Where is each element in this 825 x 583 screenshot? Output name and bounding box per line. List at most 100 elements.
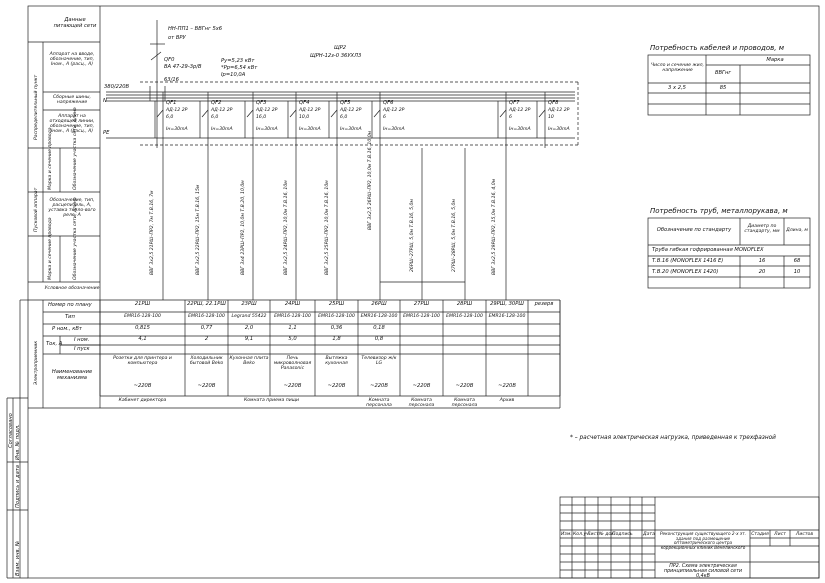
receiver-voltage: ~220В [498,383,516,389]
room-label: Комната персонала [408,398,435,408]
cable-spec: ВВГ 3х2,5 29РШ–ПР2, 15,0м Т.В.16, 4,0м [492,178,497,275]
label-pnom: P ном., кВт [52,326,82,332]
pipe-row-2-name: Т.В.20 (MONOFLEX 1420) [652,269,719,275]
pipe-table-h3: Длина, м [786,228,808,233]
stamp-stage: Стадия [751,532,769,537]
cable-table-row-size: 3 х 2,5 [668,85,686,91]
receiver-voltage: ~220В [197,383,216,389]
pipe-row-1-name: Т.В.16 (MONOFLEX 1416 Е) [652,258,724,264]
breaker-rating: 6,0 [211,115,219,120]
breaker-rating: 10 [548,115,554,120]
receiver-voltage: ~220В [327,383,346,389]
breaker-rating: 6 [383,115,386,120]
breaker-contact [538,109,546,118]
receiver-type: EMR16-128-100 [360,314,398,319]
label-starter-desc: Обозначение, тип, расцепитель, A, уставк… [48,198,96,218]
load-py: Py=5,23 кВт [221,58,255,64]
room-label: Комната персонала [366,398,392,408]
cable-spec: ВВГ 3х2,5 26РШ–ПР2, 10,0м Т.В.16, 10,0м [368,130,373,230]
receiver-plan: 21РШ [134,301,151,307]
stamp-col-date: Дата [643,532,655,537]
receiver-name: Розетки для принтера и компьютера [113,356,172,366]
receiver-type: EMR16-128-100 [446,314,483,319]
label-pipe-section: Обозначение участка сети, длина [73,107,78,190]
stamp-col-list: Лист [587,532,599,537]
stamp-col-izm: Изм. [561,532,572,537]
breaker-contact [373,109,381,118]
strip-orig-label: Инв. № подл. [15,424,21,460]
receiver-power: 0,18 [373,325,385,331]
breaker-rating: 16,0 [256,115,267,120]
cable-table-h2: Марка [766,57,784,63]
breaker-leak: Iн=30mA [256,127,278,132]
bus-pe: PE [103,130,110,136]
label-name: Наименование механизма [51,369,93,381]
breaker-contact [201,109,209,118]
cable-spec: 27РШ–28РШ, 5,0м Т.В.16, 5,0м [452,199,457,272]
receiver-plan: 25РШ [328,301,345,307]
supply-cable: НН-ПП1 – ВВГнг 5х6 [168,26,223,32]
load-pp: *Pp=6,54 кВт [221,65,258,71]
label-plan-no: Номер по плану [48,302,92,308]
cable-spec: ВВГ 3х4 23РШ–ПР2, 10,0м Т.В.20, 10,0м [241,180,246,275]
room-label: Архив [499,398,515,403]
breaker-contact [246,109,254,118]
receiver-voltage: ~220В [412,383,431,389]
breaker-type: АД-12 2Р [548,108,570,113]
stamp-col-sign: Подпись [612,532,633,537]
receiver-current: 4,1 [138,336,147,342]
input-rating: 63/16 [164,77,179,83]
receiver-current: 1,8 [332,336,341,342]
breaker-contact [289,109,297,118]
label-ipusk: I пуск [74,346,90,352]
label-dist-point: Распределительный пункт [34,74,39,140]
cable-table-row-value: 85 [719,85,727,91]
receiver-name: Холодильник бытовой Beko [189,356,224,366]
bus-n: N [103,98,107,104]
label-outgoing: Аппарат на отходящей линии, обозначение,… [49,114,95,134]
cable-spec: 26РШ–27РШ, 5,0м Т.В.16, 5,0м [410,199,415,272]
pipe-row-2-dia: 20 [758,269,766,275]
pipe-row-2-len: 10 [793,269,801,275]
receiver-plan: резерв [534,301,554,307]
receiver-plan: 26РШ [371,301,387,307]
cable-spec: ВВГ 3х2,5 22РШ–ПР2, 15м Т.В.16, 15м [196,184,201,275]
label-inom: I ном. [74,337,90,343]
breaker-label: QF1 [166,100,177,106]
breaker-rating: 6,0 [166,115,174,120]
stamp-description: Реконструкция существующего 2-х эт. здан… [660,531,746,550]
breaker-contact [330,109,338,118]
breaker-type: АД-12 2Р [211,108,233,113]
receiver-power: 0,77 [200,325,213,331]
label-supply: Данные питающей сети [53,17,97,29]
breaker-leak: Iн=30mA [509,127,531,132]
breaker-leak: Iн=30mA [383,127,405,132]
receiver-plan: 24РШ [284,301,301,307]
strip-sign-label: Подпись и дата [15,465,21,508]
receiver-type: EMR16-128-100 [403,314,440,319]
cable-spec: ВВГ 3х2,5 24РШ–ПР2, 10,0м Т.В.16, 10м [284,180,289,275]
stamp-title: ПР2. Схема электрическая принципиальная … [663,564,743,580]
receiver-name: Печь микроволновая Panasonic [273,356,312,371]
breaker-rating: 6,0 [340,115,348,120]
receiver-power: 0,36 [330,325,343,331]
receiver-voltage: ~220В [455,383,474,389]
label-input-device: Аппарат на вводе, обозначение, тип, Iном… [49,52,95,67]
receiver-power: 0,815 [135,325,150,331]
breaker-leak: Iн=30mA [166,127,188,132]
label-section-2: Обозначение участка сети, длина [73,197,78,280]
room-label: Кабинет директора [118,398,167,403]
breaker-rating: 10,0 [299,115,310,120]
receiver-power: 2,0 [244,325,254,331]
receiver-voltage: ~220В [133,383,152,389]
receiver-plan: 29РШ, 30РШ [490,301,524,307]
receiver-name: Вытяжка кухонная [325,356,348,366]
cable-table-title: Потребность кабелей и проводов, м [650,44,784,52]
receiver-plan: 27РШ [413,301,430,307]
receiver-plan: 22РШ, 22.1РШ [187,301,226,307]
label-wire-mark-2: Марка и сечение провода [48,217,53,280]
breaker-contact [156,109,164,118]
label-symbol: Условное обозначение [44,286,100,291]
